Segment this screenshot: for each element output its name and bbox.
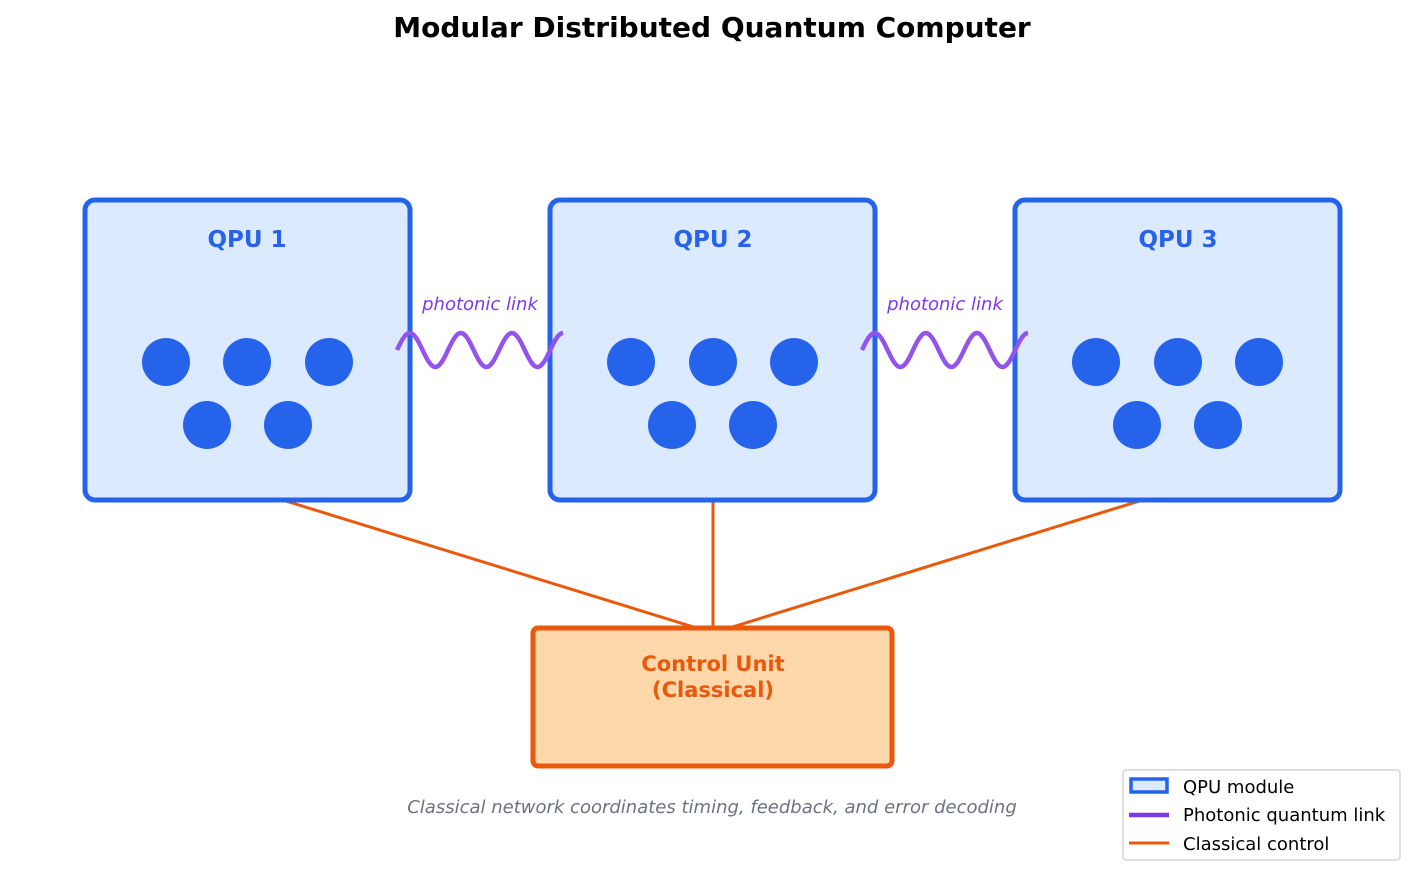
photonic-link-1: photonic link xyxy=(394,294,564,370)
link-label: photonic link xyxy=(421,294,539,315)
qubit xyxy=(142,338,190,386)
qubit xyxy=(607,338,655,386)
diagram-title: Modular Distributed Quantum Computer xyxy=(393,11,1031,44)
qubit xyxy=(1235,338,1283,386)
qpu-label: QPU 2 xyxy=(673,227,752,253)
qpu-module-1: QPU 1 xyxy=(82,197,413,503)
diagram-caption: Classical network coordinates timing, fe… xyxy=(407,797,1017,818)
qubit xyxy=(183,401,231,449)
link-label: photonic link xyxy=(886,294,1004,315)
legend-swatch-qpu xyxy=(1129,777,1169,794)
qubit xyxy=(1072,338,1120,386)
qubit xyxy=(689,338,737,386)
photonic-link-2: photonic link xyxy=(859,294,1029,370)
photonic-wave xyxy=(394,330,564,370)
qubit xyxy=(729,401,777,449)
control-line-qpu3 xyxy=(712,487,1179,635)
qpu-module-2: QPU 2 xyxy=(547,197,878,503)
qpu-label: QPU 1 xyxy=(207,227,286,253)
control-unit-title: Control Unit xyxy=(641,652,784,676)
legend-box xyxy=(1122,769,1401,861)
control-unit-subtitle: (Classical) xyxy=(652,678,774,702)
control-unit: Control Unit (Classical) xyxy=(530,625,895,769)
qubit xyxy=(1113,401,1161,449)
qpu-label: QPU 3 xyxy=(1138,227,1217,253)
qubit xyxy=(223,338,271,386)
qubit xyxy=(1154,338,1202,386)
legend-label-qpu: QPU module xyxy=(1183,777,1294,798)
qpu-module-3: QPU 3 xyxy=(1012,197,1343,503)
control-unit-box xyxy=(530,625,895,769)
qubit xyxy=(1194,401,1242,449)
legend-label-photonic: Photonic quantum link xyxy=(1183,805,1386,826)
classical-control-lines xyxy=(246,487,1179,635)
qubit xyxy=(770,338,818,386)
legend-label-classical: Classical control xyxy=(1183,834,1329,855)
qubit xyxy=(305,338,353,386)
legend: QPU module Photonic quantum link Classic… xyxy=(1122,769,1401,861)
qubit xyxy=(264,401,312,449)
photonic-wave xyxy=(859,330,1029,370)
control-line-qpu1 xyxy=(246,487,714,635)
qubit xyxy=(648,401,696,449)
